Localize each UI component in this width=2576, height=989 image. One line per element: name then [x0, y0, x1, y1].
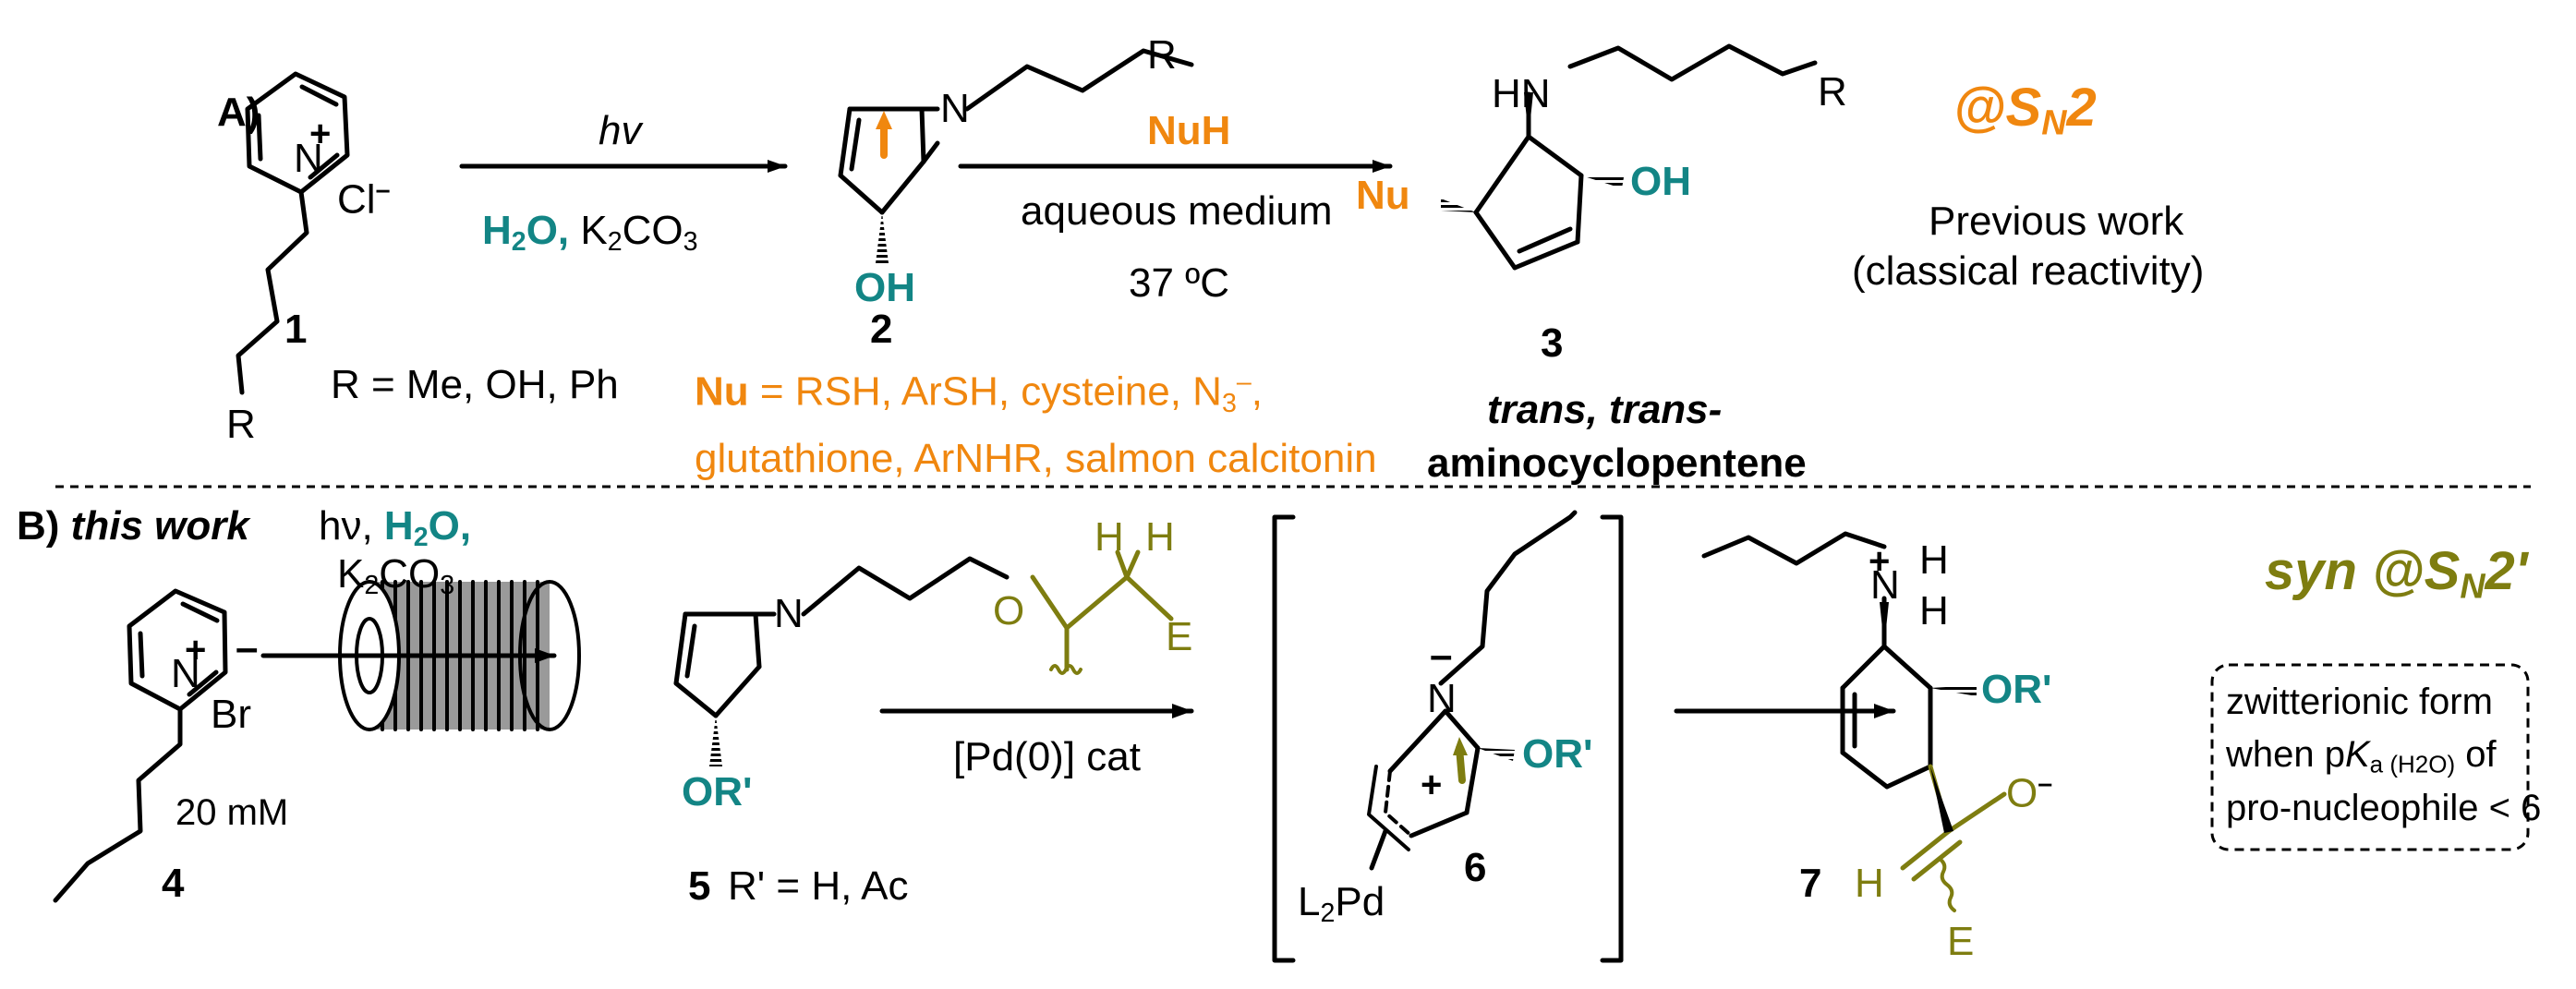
- compound-5-structure: [673, 556, 1010, 718]
- photoreactor-conditions-1: hν, H2O,: [319, 503, 472, 553]
- compound-3-HN: HN: [1492, 71, 1551, 116]
- compound-6-charge: –: [1430, 633, 1453, 678]
- note-line3: pro-nucleophile < 6: [2226, 788, 2542, 828]
- pronucleophile-O: O: [993, 588, 1025, 633]
- mechanism-tag-a: @SN2: [1953, 78, 2097, 142]
- mechanism-tag-b: syn @SN2': [2265, 541, 2528, 606]
- compound-3-R: R: [1818, 69, 1847, 115]
- hash-bond-6: [1478, 748, 1515, 761]
- compound-7-structure: [1701, 531, 1933, 790]
- compound-7-OR: OR': [1981, 667, 2052, 712]
- compound-4-counterion: Br: [211, 692, 251, 737]
- compound-3-stereo: trans, trans-: [1487, 387, 1723, 432]
- compound-4-N: N: [171, 651, 200, 696]
- compound-7-H: H: [1855, 861, 1884, 906]
- compound-1-R: R: [226, 402, 256, 447]
- pronucleophile-H-left: H: [1094, 514, 1124, 560]
- compound-1-cation: +: [309, 114, 332, 154]
- arrow-2-medium: aqueous medium: [1021, 188, 1333, 234]
- bracket-right: [1600, 514, 1624, 963]
- nu-list-line1: Nu = RSH, ArSH, cysteine, N3–,: [695, 368, 1263, 418]
- compound-6-structure: [1387, 510, 1578, 838]
- pronucleophile-H-right: H: [1145, 514, 1175, 560]
- mechanism-a-line2: (classical reactivity): [1852, 248, 2205, 294]
- wedge-7a: [1880, 602, 1889, 646]
- section-b-label: B) this work: [17, 503, 249, 549]
- arrow-2-temperature: 37 ºC: [1129, 260, 1230, 306]
- hash-bond-5: [709, 716, 722, 766]
- hash-bond-3a: [1441, 199, 1476, 212]
- compound-2-number: 2: [870, 307, 893, 352]
- compound-7-O: O–: [2006, 769, 2053, 816]
- compound-4-charge: –: [236, 625, 259, 670]
- compound-2-R: R: [1147, 32, 1177, 78]
- compound-7-N: N: [1870, 562, 1900, 608]
- compound-2-structure: [838, 48, 1194, 215]
- compound-4-number: 4: [162, 861, 185, 906]
- compound-6-number: 6: [1464, 845, 1487, 890]
- hash-bond-2: [876, 212, 889, 263]
- compound-3-OH: OH: [1630, 159, 1691, 204]
- compound-6-plus: +: [1421, 765, 1443, 805]
- compound-4-concentration: 20 mM: [175, 792, 289, 833]
- compound-2-N: N: [940, 86, 970, 131]
- compound-6-N: N: [1427, 676, 1457, 721]
- compound-3-Nu: Nu: [1356, 173, 1410, 218]
- compound-7-H2: H: [1919, 588, 1949, 633]
- compound-1-structure: [236, 71, 350, 395]
- compound-7-H1: H: [1919, 537, 1949, 583]
- hash-bond-3b: [1581, 175, 1624, 188]
- mechanism-a-line1: Previous work: [1929, 199, 2184, 244]
- compound-1-number: 1: [284, 307, 308, 352]
- note-box: [2210, 663, 2530, 851]
- photoreactor-conditions-2: K2CO3: [337, 551, 455, 601]
- compound-7-E: E: [1947, 919, 1975, 964]
- compound-6-OR: OR': [1522, 731, 1593, 777]
- compound-1-N: N: [294, 136, 323, 181]
- compound-5-N: N: [774, 591, 804, 636]
- compound-3-name: aminocyclopentene: [1427, 440, 1807, 486]
- compound-6-Pd: L2Pd: [1298, 879, 1385, 929]
- compound-2-OH: OH: [854, 265, 915, 310]
- nu-list-line2: glutathione, ArNHR, salmon calcitonin: [695, 436, 1377, 481]
- note-line1: zwitterionic form: [2226, 681, 2493, 722]
- hash-bond-7: [1930, 685, 1977, 696]
- wedge-3: [1524, 92, 1533, 137]
- r-definition-5: R' = H, Ac: [728, 863, 909, 909]
- arrow-1-reagents: H2O, K2CO3: [482, 208, 698, 258]
- note-line2: when pKa (H2O) of: [2226, 734, 2497, 778]
- section-a-label: A): [217, 90, 260, 135]
- catalyst-label: [Pd(0)] cat: [953, 734, 1141, 779]
- arrow-2-nuh: NuH: [1147, 108, 1231, 153]
- allyl-dashes-6: [1384, 769, 1413, 838]
- compound-1-counterion: Cl–: [337, 175, 391, 223]
- compound-7-number: 7: [1799, 861, 1822, 906]
- compound-3-number: 3: [1541, 320, 1564, 366]
- r-definition-1: R = Me, OH, Ph: [331, 362, 619, 407]
- pronucleophile-structure: [1030, 549, 1174, 675]
- compound-5-number: 5: [688, 863, 711, 909]
- compound-3-structure: [1473, 43, 1818, 271]
- compound-4-structure: [53, 588, 228, 903]
- compound-4-cation: +: [185, 630, 207, 670]
- bracket-left: [1272, 514, 1296, 963]
- enolate-7: [1900, 764, 2007, 912]
- wedge-7b: [1930, 766, 1953, 833]
- pronucleophile-E: E: [1166, 614, 1193, 659]
- arrow-1-hv: hv: [599, 108, 642, 153]
- compound-7-plus: +: [1869, 541, 1891, 582]
- compound-5-OR: OR': [682, 769, 753, 814]
